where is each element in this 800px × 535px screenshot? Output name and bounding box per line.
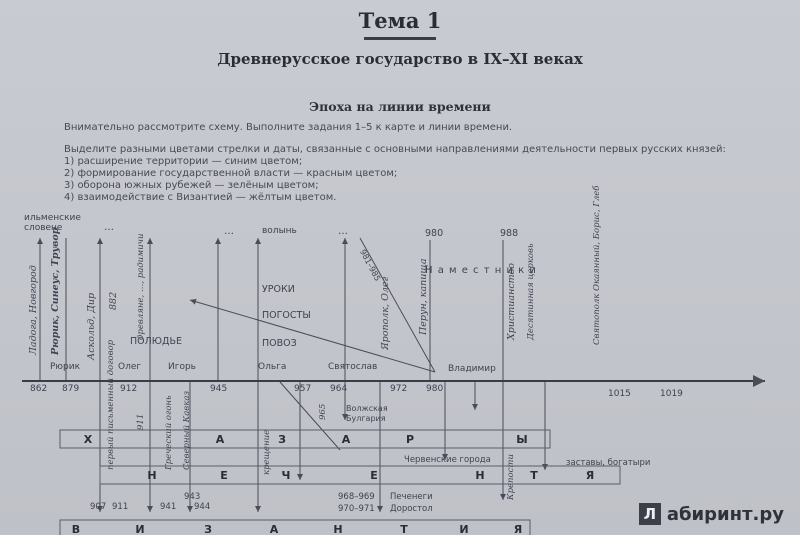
section-title: Эпоха на линии времени (309, 99, 491, 114)
row2-letter-7: Е (370, 468, 378, 482)
vlabel-year-882: 882 (108, 291, 119, 310)
axis-year-1019: 1019 (660, 389, 683, 399)
ruler-vladimir: Владимир (448, 364, 496, 374)
row1-letter-4: А (215, 432, 225, 446)
topic-underline (364, 37, 436, 40)
timeline-arrows (37, 237, 548, 512)
row3-letter-8: Я (513, 522, 523, 535)
label-ilmen-slovene: ильменские словене (24, 213, 81, 233)
row3-letter-2: И (135, 522, 145, 535)
label-year-907: 907 (90, 502, 107, 512)
row1-letter-5: З (278, 432, 286, 446)
row3-letter-1: В (71, 522, 81, 535)
vlabel-north-caucasus: Северный Кавказ (182, 390, 192, 470)
axis-year-862: 862 (30, 384, 48, 394)
instruction-line-5: 3) оборона южных рубежей — зелёным цвето… (64, 180, 319, 191)
label-zastavy: заставы, богатыри (566, 458, 651, 468)
answer-grid (59, 429, 621, 535)
vlabel-svyatopolk: Святополк Окаянный, Борис, Глеб (592, 185, 602, 345)
ruler-olga: Ольга (258, 362, 287, 372)
ruler-igor: Игорь (168, 362, 196, 372)
axis-year-945: 945 (210, 384, 228, 394)
row2-letter-9: Н (475, 468, 485, 482)
vlabel-first-treaty: первый письменный договор (106, 339, 116, 470)
axis-year-980: 980 (426, 384, 444, 394)
axis-year-972: 972 (390, 384, 408, 394)
label-year-970: 970–971 (338, 504, 375, 514)
label-pogosty: ПОГОСТЫ (262, 310, 311, 321)
label-polyudye: ПОЛЮДЬЕ (130, 336, 182, 347)
watermark: Л абиринт.ру (638, 503, 784, 525)
vlabel-perun: Перун, капища (418, 258, 429, 335)
label-dots-3: … (338, 226, 348, 237)
instruction-line-3: 1) расширение территории — синим цветом; (64, 156, 303, 167)
row3-letter-3: З (204, 522, 212, 535)
row2-letter-10: Т (530, 468, 538, 482)
row3-letter-6: Т (400, 522, 408, 535)
label-dots-2: … (224, 226, 234, 237)
axis-year-964: 964 (330, 384, 348, 394)
row3-letter-4: А (269, 522, 279, 535)
labirint-logo-icon: Л (638, 503, 661, 525)
row1-letter-1: Х (83, 432, 93, 446)
label-year-980-top: 980 (425, 228, 444, 239)
row1-letter-7: А (341, 432, 351, 446)
vlabel-ryurik-brothers: Рюрик, Синеус, Трувор (50, 227, 61, 355)
vlabel-911: 911 (136, 413, 146, 430)
label-year-911b: 911 (112, 502, 129, 512)
vlabel-yaropolk-oleg: Ярополк, Олег (380, 276, 391, 350)
instruction-line-6: 4) взаимодействие с Византией — жёлтым ц… (64, 192, 337, 203)
ruler-oleg: Олег (118, 362, 142, 372)
page-title: Древнерусское государство в IX–XI веках (217, 50, 583, 68)
vlabel-desyatinnaya: Десятинная церковь (526, 243, 536, 340)
vlabel-fortresses: Крепости (506, 454, 516, 500)
label-volga-bulgaria: Волжская Булгария (346, 404, 388, 423)
watermark-text: абиринт.ру (666, 503, 784, 525)
row3-letter-7: И (459, 522, 469, 535)
axis-year-957: 957 (294, 384, 312, 394)
vlabel-greek-fire: Греческий огонь (164, 395, 174, 470)
vlabel-965: 965 (318, 403, 328, 420)
topic-heading: Тема 1 (358, 8, 442, 33)
instruction-line-1: Внимательно рассмотрите схему. Выполните… (64, 122, 513, 133)
vlabel-christianity: Христианство (506, 263, 517, 340)
row1-letter-11: Ы (516, 432, 528, 446)
vlabel-ladoga: Ладога, Новгород (28, 265, 39, 355)
axis-year-1015: 1015 (608, 389, 631, 399)
label-dorostol: Доростол (390, 504, 433, 514)
row2-letter-11: Я (585, 468, 595, 482)
label-namestniki: Н а м е с т н и к и (425, 265, 537, 276)
vlabel-tribes: древляне, …, радимичи (136, 233, 146, 340)
label-year-941: 941 (160, 502, 177, 512)
axis-year-879: 879 (62, 384, 80, 394)
row3-letter-5: Н (333, 522, 343, 535)
label-volyn: волынь (262, 226, 297, 236)
label-year-943: 943 (184, 492, 201, 502)
instruction-line-4: 2) формирование государственной власти —… (64, 168, 398, 179)
label-year-988-top: 988 (500, 228, 519, 239)
label-cherven-cities: Червенские города (404, 455, 491, 465)
row1-letter-9: Р (405, 432, 415, 446)
ruler-ryurik: Рюрик (50, 362, 81, 372)
ruler-svyatoslav: Святослав (328, 362, 378, 372)
vlabel-askold-dir: Аскольд, Дир (86, 292, 97, 360)
label-pechenegs: Печенеги (390, 492, 433, 502)
row2-letter-5: Ч (281, 468, 291, 482)
axis-year-912: 912 (120, 384, 138, 394)
instruction-line-2: Выделите разными цветами стрелки и даты,… (64, 144, 726, 155)
label-dots-1: … (104, 222, 114, 233)
row2-letter-3: Е (220, 468, 228, 482)
label-uroki: УРОКИ (262, 284, 295, 295)
label-year-944: 944 (194, 502, 211, 512)
label-povoz: ПОВОЗ (262, 338, 297, 349)
row2-letter-1: Н (147, 468, 157, 482)
label-year-968: 968–969 (338, 492, 375, 502)
